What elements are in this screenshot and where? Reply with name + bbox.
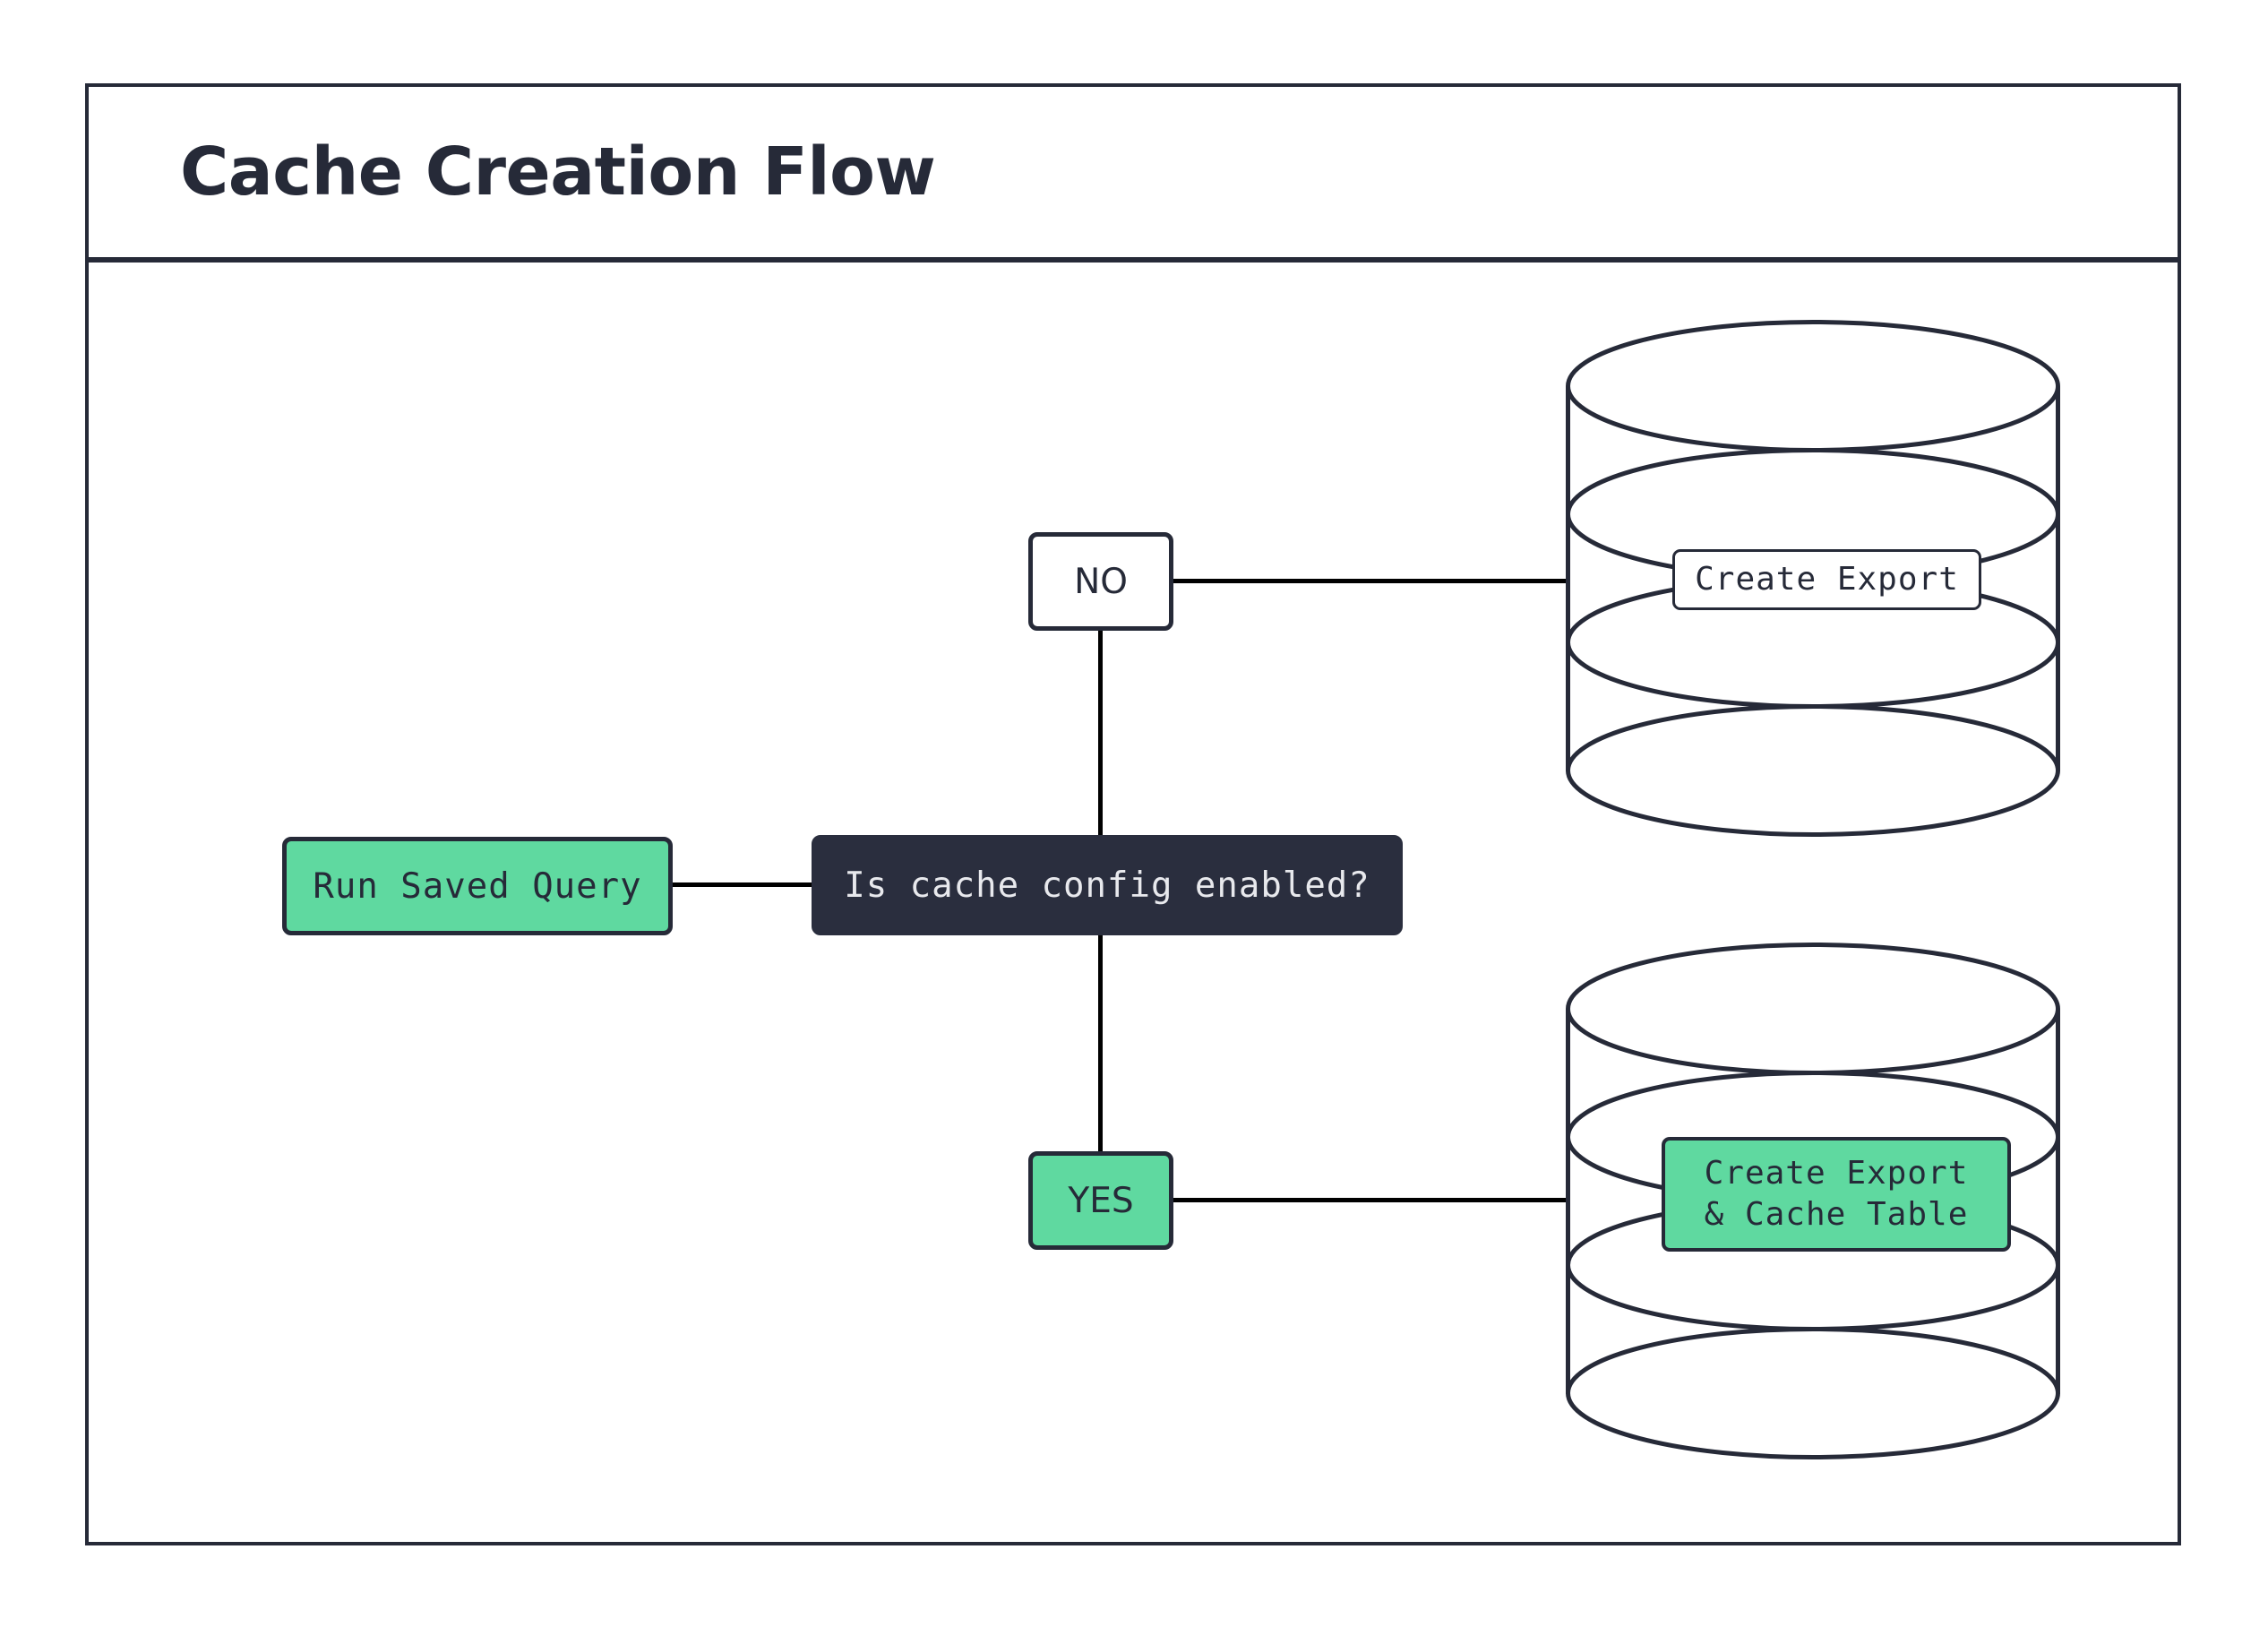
edge-decision-to-yes	[1098, 934, 1103, 1153]
database-cylinder-cache[interactable]	[1566, 943, 2060, 1460]
edge-decision-to-no	[1098, 629, 1103, 837]
edge-no-to-database-export	[1172, 579, 1569, 583]
page-title: Cache Creation Flow	[180, 133, 936, 211]
node-branch-no[interactable]: NO	[1028, 532, 1173, 631]
edge-run-saved-query-to-decision	[673, 882, 813, 887]
diagram-frame: Cache Creation Flow	[85, 83, 2181, 1545]
database-export-label: Create Export	[1672, 549, 1981, 610]
node-decision-cache-config[interactable]: Is cache config enabled?	[812, 835, 1403, 935]
node-run-saved-query[interactable]: Run Saved Query	[282, 837, 673, 935]
edge-yes-to-database-cache	[1172, 1198, 1569, 1202]
diagram-title-bar: Cache Creation Flow	[89, 87, 2178, 263]
database-cylinder-cache-icon	[1566, 943, 2060, 1459]
database-cache-label: Create Export & Cache Table	[1662, 1137, 2011, 1252]
node-branch-yes[interactable]: YES	[1028, 1151, 1173, 1250]
